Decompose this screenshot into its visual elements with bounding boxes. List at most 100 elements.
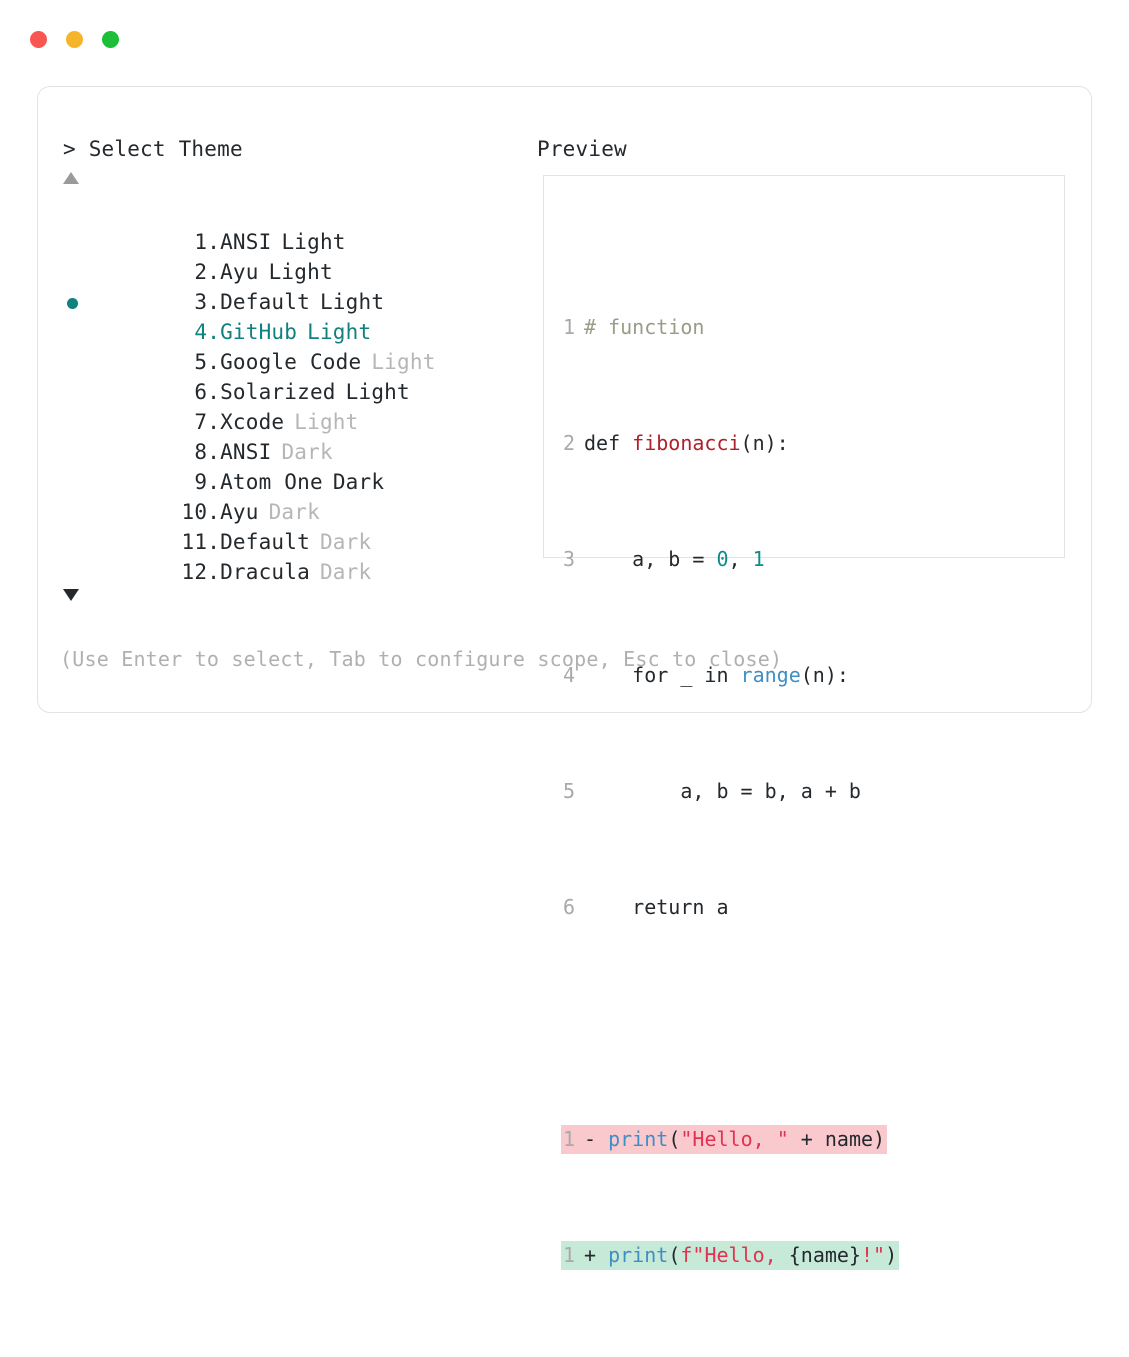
- line-number: 2: [562, 431, 575, 455]
- code-token-plain: + name): [788, 1127, 886, 1151]
- list-item-number: 6.: [194, 380, 221, 404]
- list-item-variant: Dark: [319, 560, 372, 584]
- triangle-down-icon[interactable]: [63, 589, 79, 601]
- list-item[interactable]: 1.ANSI Light: [63, 197, 493, 254]
- line-number: 4: [562, 663, 575, 687]
- code-token-keyword: def: [584, 431, 621, 455]
- list-item-variant: Light: [281, 230, 346, 254]
- list-item[interactable]: 7.Xcode Light: [63, 377, 493, 434]
- list-item-number: 7.: [194, 410, 221, 434]
- prompt-title-text: Select Theme: [88, 137, 243, 161]
- list-item-variant: Dark: [281, 440, 333, 464]
- list-item-number: 8.: [194, 440, 221, 464]
- list-item-name: Ayu: [220, 500, 259, 524]
- list-item[interactable]: 9.Atom One Dark: [63, 437, 493, 494]
- code-token-plain: (: [668, 1127, 681, 1151]
- list-item-variant: Light: [345, 380, 410, 404]
- list-item-name: Atom One: [220, 470, 323, 494]
- list-item-number: 5.: [194, 350, 221, 374]
- code-token-comment: # function: [584, 315, 705, 339]
- list-item[interactable]: 3.Default Light: [63, 257, 493, 314]
- list-item[interactable]: 11.Default Dark: [63, 497, 493, 554]
- list-item-name: Default: [220, 530, 310, 554]
- list-item-number: 11.: [181, 530, 221, 554]
- list-item-name: ANSI: [220, 440, 272, 464]
- list-item-name: Xcode: [220, 410, 285, 434]
- code-token-plain: ,: [728, 547, 753, 571]
- list-item[interactable]: 10.Ayu Dark: [63, 467, 493, 524]
- line-number: 1: [562, 315, 575, 339]
- list-item-number: 3.: [194, 290, 221, 314]
- window-controls: [30, 31, 119, 48]
- list-item-name: GitHub: [220, 320, 298, 344]
- code-line: 5 a, b = b, a + b: [561, 777, 899, 806]
- list-item-number: 4.: [194, 320, 221, 344]
- code-token-plain: ): [885, 1243, 898, 1267]
- selection-bullet-icon: [67, 298, 78, 309]
- diff-line-added: 1+ print(f"Hello, {name}!"): [561, 1241, 900, 1270]
- list-item-variant: Light: [294, 410, 359, 434]
- preview-title: Preview: [537, 137, 627, 161]
- diff-sign: +: [584, 1243, 597, 1267]
- code-token-string: !": [860, 1243, 886, 1267]
- code-token-plain: (: [668, 1243, 681, 1267]
- code-token-plain: a, b = b, a + b: [584, 779, 861, 803]
- list-item[interactable]: 6.Solarized Light: [63, 347, 493, 404]
- keyboard-hint: (Use Enter to select, Tab to configure s…: [60, 647, 783, 671]
- code-token-plain: return a: [584, 895, 729, 919]
- line-number: 1: [562, 1127, 575, 1151]
- maximize-button[interactable]: [102, 31, 119, 48]
- list-item-number: 2.: [194, 260, 221, 284]
- list-item-name: Default: [220, 290, 310, 314]
- list-item[interactable]: 2.Ayu Light: [63, 227, 493, 284]
- list-item[interactable]: 5.Google Code Light: [63, 317, 493, 374]
- code-token-string: f"Hello,: [680, 1243, 789, 1267]
- list-item-name: ANSI: [220, 230, 272, 254]
- code-token-interpolation: {name}: [788, 1243, 861, 1267]
- code-token-builtin: range: [740, 663, 801, 687]
- minimize-button[interactable]: [66, 31, 83, 48]
- code-spacer: [561, 1009, 899, 1038]
- list-item-number: 12.: [181, 560, 221, 584]
- list-item-number: 9.: [194, 470, 221, 494]
- list-item-selected[interactable]: 4.GitHub Light: [63, 287, 493, 344]
- line-number: 3: [562, 547, 575, 571]
- diff-sign: -: [584, 1127, 597, 1151]
- list-item-variant: Light: [307, 320, 372, 344]
- code-token-builtin: print: [608, 1127, 669, 1151]
- code-token-plain: a, b =: [584, 547, 717, 571]
- list-item-variant: Dark: [332, 470, 385, 494]
- list-item-variant: Light: [268, 260, 333, 284]
- list-item-number: 10.: [181, 500, 221, 524]
- line-number: 5: [562, 779, 575, 803]
- code-token-plain: (n):: [740, 431, 789, 455]
- code-token-string: "Hello, ": [680, 1127, 789, 1151]
- list-item-name: Ayu: [220, 260, 259, 284]
- list-item[interactable]: 8.ANSI Dark: [63, 407, 493, 464]
- line-number: 1: [562, 1243, 575, 1267]
- code-token-plain: for _ in: [584, 663, 741, 687]
- list-item-variant: Dark: [319, 530, 372, 554]
- list-item-number: 1.: [194, 230, 221, 254]
- code-token-number: 1: [752, 547, 765, 571]
- list-item-name: Solarized: [220, 380, 336, 404]
- code-token-number: 0: [716, 547, 729, 571]
- triangle-up-icon[interactable]: [63, 172, 79, 184]
- list-item[interactable]: 12.Dracula Dark: [63, 527, 493, 584]
- code-line: 1 # function: [561, 313, 899, 342]
- list-item-variant: Dark: [268, 500, 320, 524]
- code-line: 4 for _ in range(n):: [561, 661, 899, 690]
- list-item-variant: Light: [371, 350, 436, 374]
- list-item-variant: Light: [319, 290, 385, 314]
- close-button[interactable]: [30, 31, 47, 48]
- code-token-plain: (n):: [800, 663, 849, 687]
- list-item-name: Google Code: [220, 350, 362, 374]
- list-item-name: Dracula: [220, 560, 310, 584]
- prompt-marker: >: [63, 137, 76, 161]
- line-number: 6: [562, 895, 575, 919]
